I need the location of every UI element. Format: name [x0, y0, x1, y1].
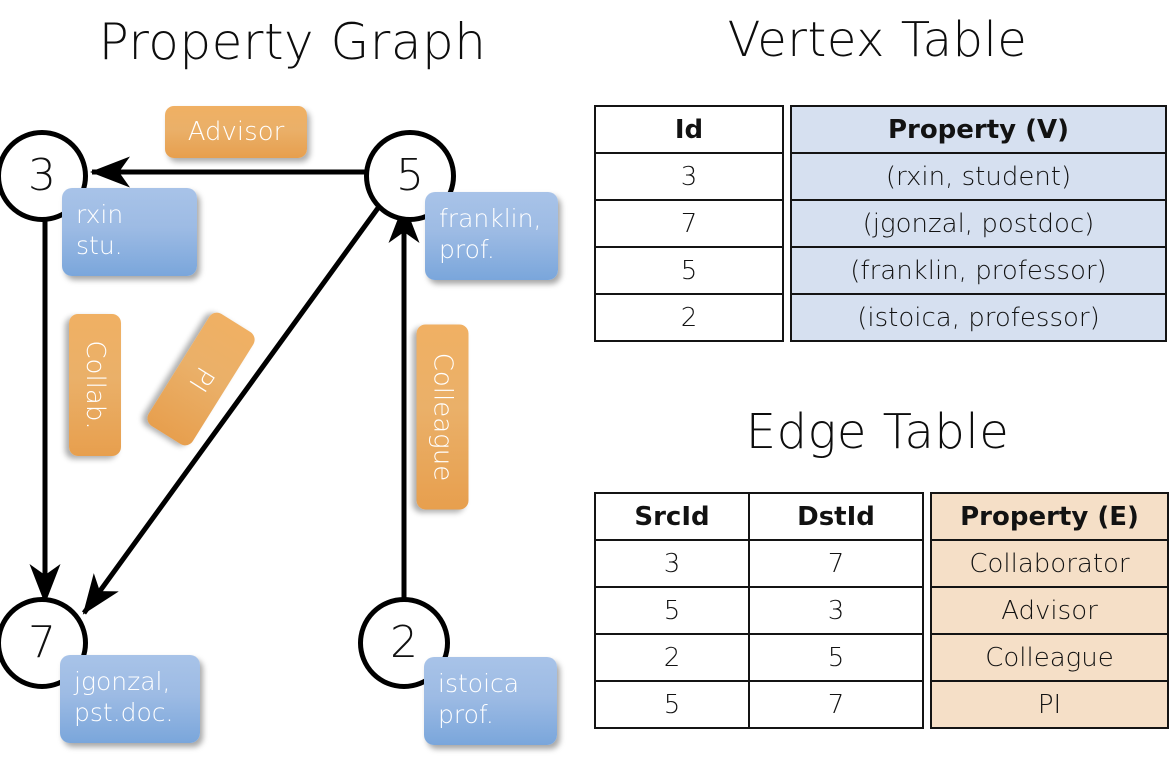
table-row: 3 7 Collaborator	[594, 539, 1169, 588]
vertex-table-header-property: Property (V)	[790, 105, 1167, 154]
edge-arrow-pi	[81, 206, 381, 615]
edge-cell-dstid: 5	[748, 633, 924, 682]
table-row: 5 7 PI	[594, 680, 1169, 729]
vertex-cell-property: (jgonzal, postdoc)	[790, 199, 1167, 248]
vertex-cell-property: (franklin, professor)	[790, 246, 1167, 295]
edge-table-header-property: Property (E)	[930, 492, 1169, 541]
vertex-table: Id Property (V) 3 (rxin, student) 7 (jgo…	[594, 105, 1167, 342]
vertex-table-header-row: Id Property (V)	[594, 105, 1167, 154]
vertex-table-column-separator	[783, 200, 791, 247]
edge-cell-property: PI	[930, 680, 1169, 729]
page-title-property-graph: Property Graph	[98, 13, 487, 71]
graph-node-5-label: 5	[396, 150, 424, 201]
vertex-cell-property: (rxin, student)	[790, 152, 1167, 201]
edge-cell-property: Colleague	[930, 633, 1169, 682]
edge-table-column-separator	[923, 681, 931, 728]
page-title-edge-table: Edge Table	[745, 404, 1010, 460]
edge-label-collab: Collab.	[69, 314, 121, 456]
edge-cell-dstid: 7	[748, 680, 924, 729]
vertex-cell-id: 5	[594, 246, 784, 295]
node-property-callout-jgonzal: jgonzal, pst.doc.	[60, 655, 200, 743]
edge-cell-dstid: 7	[748, 539, 924, 588]
property-graph-diagram: 3 5 7 2 rxin stu. franklin, prof. jgonza…	[0, 106, 558, 745]
edge-cell-property: Collaborator	[930, 539, 1169, 588]
table-row: 3 (rxin, student)	[594, 152, 1167, 201]
table-row: 5 (franklin, professor)	[594, 246, 1167, 295]
graph-node-3-label: 3	[28, 150, 56, 201]
edge-table-column-separator	[923, 540, 931, 587]
vertex-cell-id: 2	[594, 293, 784, 342]
graph-edge-arrows	[29, 156, 420, 615]
vertex-cell-id: 7	[594, 199, 784, 248]
edge-table-header-srcid: SrcId	[594, 492, 750, 541]
table-row: 2 (istoica, professor)	[594, 293, 1167, 342]
edge-cell-srcid: 5	[594, 680, 750, 729]
edge-label-colleague: Colleague	[416, 324, 469, 510]
edge-cell-srcid: 3	[594, 539, 750, 588]
vertex-cell-id: 3	[594, 152, 784, 201]
graph-node-2-label: 2	[390, 617, 418, 668]
table-row: 2 5 Colleague	[594, 633, 1169, 682]
edge-table: SrcId DstId Property (E) 3 7 Collaborato…	[594, 492, 1169, 729]
edge-cell-property: Advisor	[930, 586, 1169, 635]
edge-cell-srcid: 2	[594, 633, 750, 682]
vertex-table-header-id: Id	[594, 105, 784, 154]
table-row: 5 3 Advisor	[594, 586, 1169, 635]
edge-table-column-separator	[923, 587, 931, 634]
edge-table-column-separator	[923, 493, 931, 540]
graph-node-5[interactable]: 5	[364, 130, 456, 222]
graph-node-2[interactable]: 2	[358, 597, 450, 689]
node-property-callout-rxin: rxin stu.	[62, 188, 197, 276]
edge-table-header-dstid: DstId	[748, 492, 924, 541]
vertex-table-column-separator	[783, 106, 791, 153]
edge-table-header-row: SrcId DstId Property (E)	[594, 492, 1169, 541]
node-property-callout-franklin: franklin, prof.	[425, 192, 558, 280]
vertex-table-column-separator	[783, 247, 791, 294]
vertex-cell-property: (istoica, professor)	[790, 293, 1167, 342]
edge-cell-srcid: 5	[594, 586, 750, 635]
page-title-vertex-table: Vertex Table	[727, 12, 1028, 68]
edge-label-advisor: Advisor	[165, 106, 307, 158]
vertex-table-column-separator	[783, 294, 791, 341]
edge-table-column-separator	[923, 634, 931, 681]
table-row: 7 (jgonzal, postdoc)	[594, 199, 1167, 248]
graph-node-7-label: 7	[28, 617, 56, 668]
node-property-callout-istoica: istoica prof.	[424, 657, 557, 745]
edge-cell-dstid: 3	[748, 586, 924, 635]
vertex-table-column-separator	[783, 153, 791, 200]
